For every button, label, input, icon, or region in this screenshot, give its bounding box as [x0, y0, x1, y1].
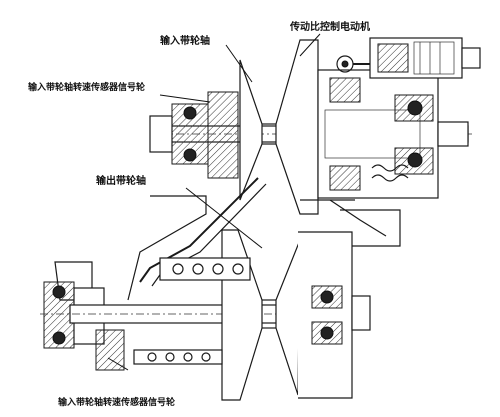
output-shaft-assembly — [40, 199, 401, 401]
leader-lines — [107, 33, 321, 371]
label-input-speed-sensor-top: 输入带轮轴转速传感器信号轮 — [28, 81, 145, 93]
input-movable-sheave — [275, 39, 319, 215]
speed-sensor-wheel-bottom — [95, 329, 125, 371]
input-shaft-assembly — [149, 39, 472, 215]
label-output-pulley-shaft: 输出带轮轴 — [96, 174, 146, 187]
label-input-speed-sensor-bottom: 输入带轮轴转速传感器信号轮 — [58, 396, 175, 408]
output-fixed-sheave — [275, 239, 301, 396]
ratio-control-motor — [336, 37, 481, 79]
case-outline — [127, 195, 207, 301]
label-input-pulley-shaft: 输入带轮轴 — [160, 34, 210, 47]
speed-sensor-wheel-top — [207, 91, 239, 179]
label-ratio-control-motor: 传动比控制电动机 — [289, 20, 370, 33]
output-movable-sheave — [221, 229, 263, 401]
